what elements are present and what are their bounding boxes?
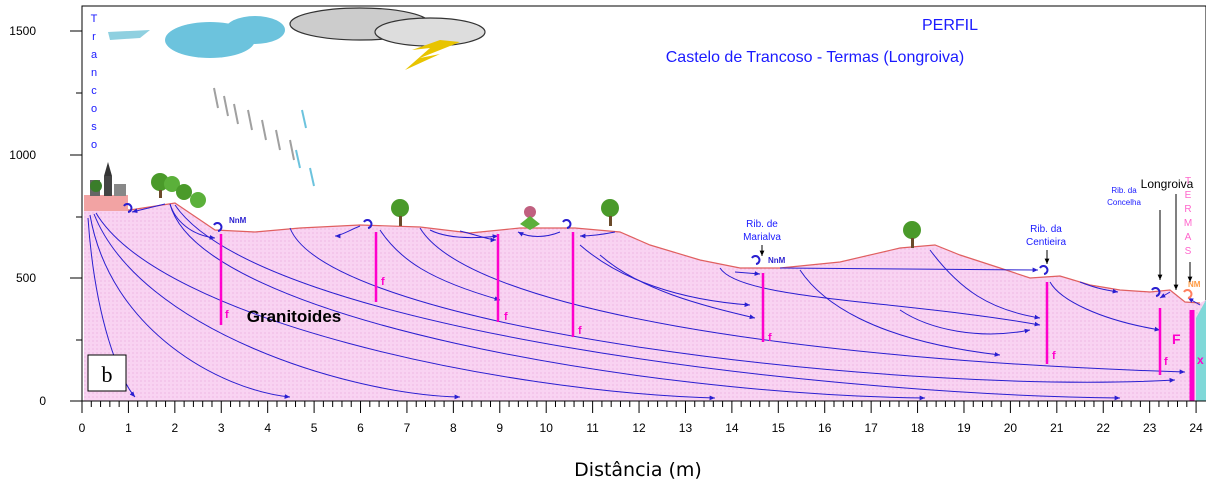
stream-label-concelha-1: Rib. da	[1111, 186, 1137, 195]
nm-label: NM	[1188, 280, 1201, 289]
nnm-label: NnM	[229, 216, 247, 225]
x-tick-label: 3	[218, 421, 225, 435]
x-tick-label: 7	[404, 421, 411, 435]
major-fault-label: F	[1172, 331, 1181, 347]
fault-label: f	[381, 276, 385, 288]
svg-text:T: T	[91, 13, 98, 25]
stream-pointer-arrows	[759, 194, 1193, 290]
x-tick-label: 9	[496, 421, 503, 435]
x-tick-label: 23	[1143, 421, 1157, 435]
fault-lines	[219, 232, 1195, 401]
svg-text:T: T	[1185, 176, 1191, 187]
x-tick-label: 4	[264, 421, 271, 435]
svg-text:A: A	[1185, 232, 1192, 243]
svg-text:c: c	[91, 85, 97, 97]
fault-label: f	[504, 311, 508, 323]
svg-text:E: E	[1185, 190, 1192, 201]
y-tick-label: 1000	[9, 148, 36, 162]
x-tick-label: 0	[79, 421, 86, 435]
nnm-label: NnM	[768, 256, 786, 265]
fault-label: f	[1052, 350, 1056, 362]
y-axis: 1500 1000 500 0	[9, 24, 82, 408]
panel-letter-box	[87, 354, 127, 392]
x-tick-label: 2	[171, 421, 178, 435]
svg-text:s: s	[91, 121, 97, 133]
x-tick-label: 20	[1004, 421, 1018, 435]
stream-label-marialva-2: Marialva	[743, 232, 781, 243]
groundwater-flow-lines	[87, 203, 1201, 401]
title-line-1: PERFIL	[922, 17, 978, 34]
x-tick-label: 21	[1050, 421, 1064, 435]
x-tick-label: 5	[311, 421, 318, 435]
fault-label: f	[768, 332, 772, 344]
x-tick-label: 13	[679, 421, 693, 435]
svg-text:a: a	[91, 49, 98, 61]
fault-label: f	[578, 325, 582, 337]
stream-label-marialva-1: Rib. de	[746, 219, 778, 230]
trancoso-village-icon	[84, 162, 128, 211]
x-tick-label: 6	[357, 421, 364, 435]
x-tick-label: 12	[632, 421, 646, 435]
y-tick-label: 1500	[9, 24, 36, 38]
x-tick-label: 15	[772, 421, 786, 435]
thermal-water-zone	[1196, 300, 1206, 401]
panel-letter: b	[102, 362, 113, 387]
stream-label-centieira-1: Rib. da	[1030, 224, 1062, 235]
x-tick-label: 11	[586, 421, 599, 435]
stream-label-concelha-2: Concelha	[1107, 198, 1141, 207]
weather-icons	[108, 7, 486, 187]
stream-label-centieira-2: Centieira	[1026, 237, 1066, 248]
svg-text:R: R	[1184, 204, 1191, 215]
longroiva-label: Longroiva	[1141, 177, 1194, 191]
trancoso-vertical-label: T r a n c o s o	[91, 13, 98, 151]
granitoides-label: Granitoides	[247, 307, 341, 326]
fault-label: f	[1164, 356, 1168, 368]
x-tick-label: 8	[450, 421, 457, 435]
x-tick-label: 22	[1097, 421, 1111, 435]
svg-text:M: M	[1184, 218, 1192, 229]
x-tick-label: 17	[864, 421, 878, 435]
x-tick-label: 16	[818, 421, 832, 435]
x-tick-label: 24	[1189, 421, 1203, 435]
fault-label: f	[225, 309, 229, 321]
thermal-x-label: x	[1197, 353, 1204, 367]
x-tick-label: 1	[125, 421, 132, 435]
svg-text:o: o	[91, 139, 97, 151]
svg-text:n: n	[91, 67, 97, 79]
x-axis-label: Distância (m)	[574, 459, 702, 481]
x-tick-label: 18	[911, 421, 925, 435]
spring-icons	[123, 203, 1193, 299]
termas-vertical-label: T E R M A S	[1184, 176, 1192, 257]
fault-labels: f f f f f f f F x	[225, 276, 1204, 368]
y-tick-label: 0	[39, 394, 46, 408]
tree-icons	[151, 173, 921, 248]
svg-text:S: S	[1185, 246, 1192, 257]
x-tick-label: 14	[725, 421, 739, 435]
ground-surface	[84, 202, 1201, 304]
y-tick-label: 500	[16, 271, 36, 285]
title-line-2: Castelo de Trancoso - Termas (Longroiva)	[666, 49, 965, 66]
svg-text:o: o	[91, 103, 97, 115]
svg-text:r: r	[92, 31, 96, 43]
x-tick-label: 19	[957, 421, 971, 435]
x-tick-label: 10	[540, 421, 554, 435]
granite-body	[84, 203, 1206, 401]
